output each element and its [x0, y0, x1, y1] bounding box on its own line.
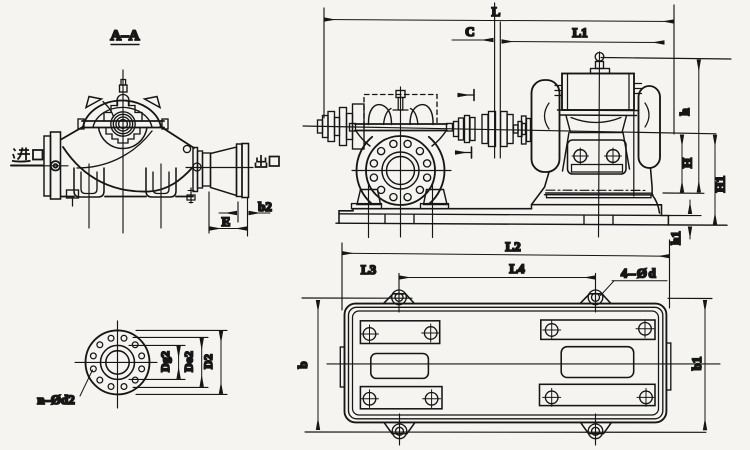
svg-text:H1: H1 — [713, 176, 728, 193]
svg-text:b: b — [295, 361, 310, 368]
svg-text:Dg2: Dg2 — [158, 351, 172, 372]
svg-text:h1: h1 — [668, 231, 683, 245]
svg-text:Do2: Do2 — [182, 351, 196, 372]
svg-text:L: L — [492, 4, 501, 19]
svg-text:L3: L3 — [361, 262, 377, 277]
svg-text:H: H — [680, 158, 695, 168]
svg-text:A–A: A–A — [110, 28, 139, 44]
svg-text:D2: D2 — [201, 354, 215, 369]
svg-text:L1: L1 — [572, 25, 587, 40]
svg-text:h: h — [677, 108, 692, 116]
svg-text:L2: L2 — [505, 239, 520, 254]
svg-text:4–Ød: 4–Ød — [621, 266, 657, 281]
svg-text:b1: b1 — [689, 357, 704, 371]
svg-text:n–Ød2: n–Ød2 — [37, 392, 75, 407]
svg-text:b2: b2 — [258, 199, 272, 214]
svg-text:E: E — [222, 214, 231, 229]
svg-text:C: C — [465, 24, 474, 39]
svg-text:L4: L4 — [509, 261, 525, 276]
